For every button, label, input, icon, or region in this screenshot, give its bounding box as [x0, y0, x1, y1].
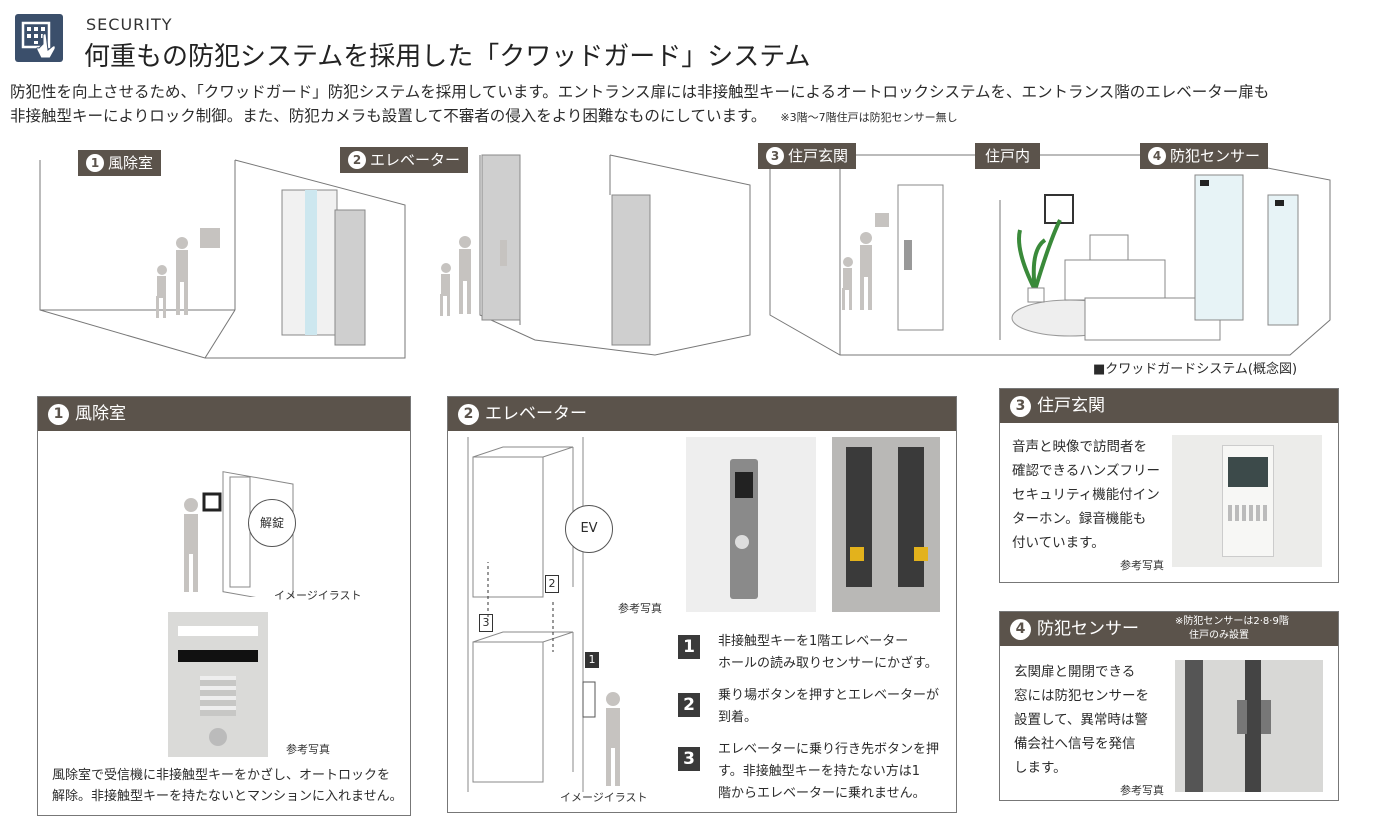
step-1-number: 1	[678, 635, 700, 659]
sensor-note: ※防犯センサーは2·8·9階住戸のみ設置	[1175, 616, 1289, 641]
keypad-icon	[15, 14, 63, 62]
intro-line-1: 防犯性を向上させるため、「クワッドガード」防犯システムを採用しています。エントラ…	[10, 83, 1270, 101]
marker-3: 3	[479, 614, 493, 632]
unlock-badge: 解錠	[248, 499, 296, 547]
intercom-photo	[1172, 435, 1322, 567]
panel-entrance-description: 音声と映像で訪問者を確認できるハンズフリーセキュリティ機能付インターホン。録音機…	[1012, 439, 1160, 551]
step-3-number: 3	[678, 747, 700, 771]
panel-vestibule-description: 風除室で受信機に非接触型キーをかざし、オートロックを 解除。非接触型キーを持たな…	[52, 768, 403, 804]
sensor-photo	[1175, 660, 1323, 792]
vestibule-illustration	[184, 471, 294, 597]
key-reader-photo	[686, 437, 816, 612]
illustration-label: イメージイラスト	[560, 791, 648, 804]
intro-note: ※3階〜7階住戸は防犯センサー無し	[780, 111, 958, 124]
diagram-tag-interior: 住戸内	[975, 143, 1041, 169]
step-2-text: 乗り場ボタンを押すとエレベーターが到着。	[718, 688, 940, 725]
elevator-door-photo	[832, 437, 940, 612]
page-title: 何重もの防犯システムを採用した「クワッドガード」システム	[84, 42, 811, 72]
photo-label: 参考写真	[1120, 559, 1164, 572]
panel-sensor-description: 玄関扉と開閉できる窓には防犯センサーを設置して、異常時は警備会社へ信号を発信しま…	[1014, 664, 1149, 776]
intro-text: 防犯性を向上させるため、「クワッドガード」防犯システムを採用しています。エントラ…	[10, 80, 1380, 130]
ev-badge: EV	[565, 505, 613, 553]
intro-line-2: 非接触型キーによりロック制御。また、防犯カメラも設置して不審者の侵入をより困難な…	[10, 107, 767, 125]
marker-2: 2	[545, 575, 559, 593]
diagram-caption: ■クワッドガードシステム(概念図)	[1093, 362, 1298, 377]
concept-diagram	[39, 154, 1331, 359]
illustration-label: イメージイラスト	[274, 589, 362, 602]
intercom-panel-photo	[168, 612, 268, 757]
section-label: SECURITY	[86, 15, 173, 34]
photo-label: 参考写真	[618, 602, 662, 615]
photo-label: 参考写真	[1120, 784, 1164, 797]
photo-label: 参考写真	[286, 743, 330, 756]
marker-1: 1	[585, 652, 599, 668]
step-2-number: 2	[678, 693, 700, 717]
step-1-text: 非接触型キーを1階エレベーターホールの読み取りセンサーにかざす。	[718, 634, 938, 671]
